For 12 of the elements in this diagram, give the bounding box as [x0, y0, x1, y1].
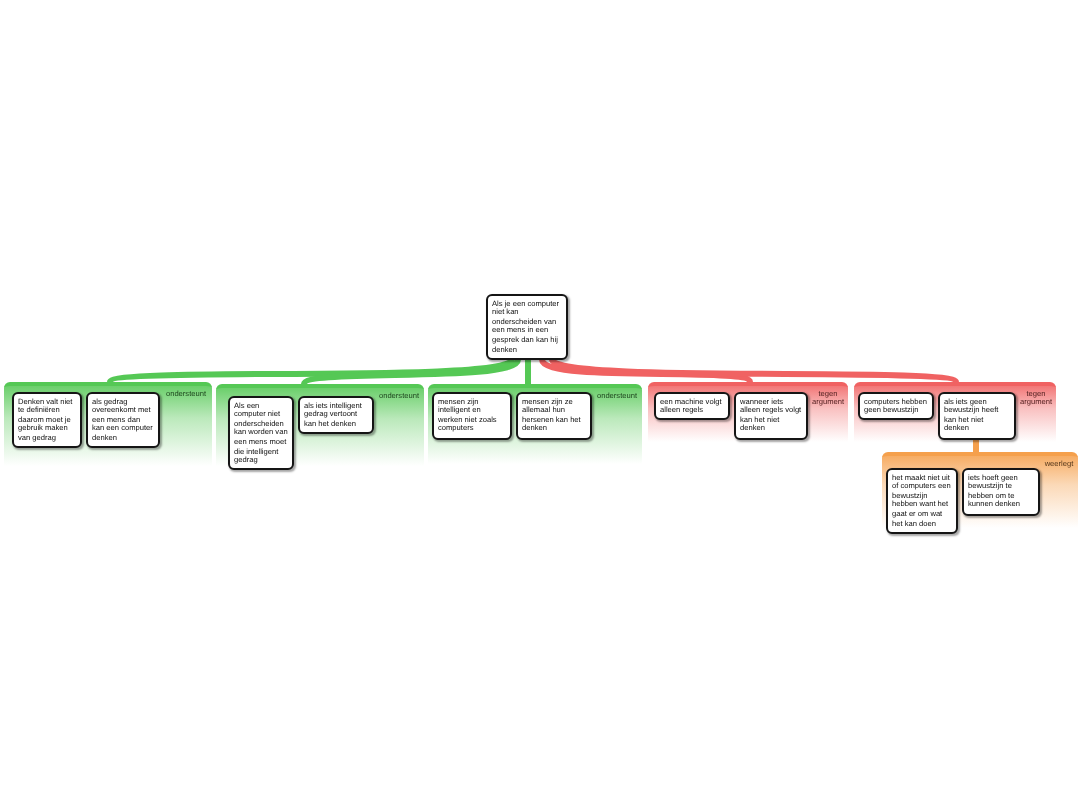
argument-group-panel — [216, 384, 424, 466]
connector-line — [525, 359, 531, 384]
argument-group-panel — [648, 382, 848, 442]
argument-group-panel — [854, 382, 1056, 442]
connector-line — [108, 357, 514, 385]
argument-group-panel — [882, 452, 1078, 528]
connector-line — [973, 439, 979, 452]
argument-group-panel — [4, 382, 212, 466]
connector-line — [550, 357, 958, 385]
connector-line — [539, 357, 752, 385]
connector-line — [302, 357, 521, 387]
argument-group-panel — [428, 384, 642, 464]
